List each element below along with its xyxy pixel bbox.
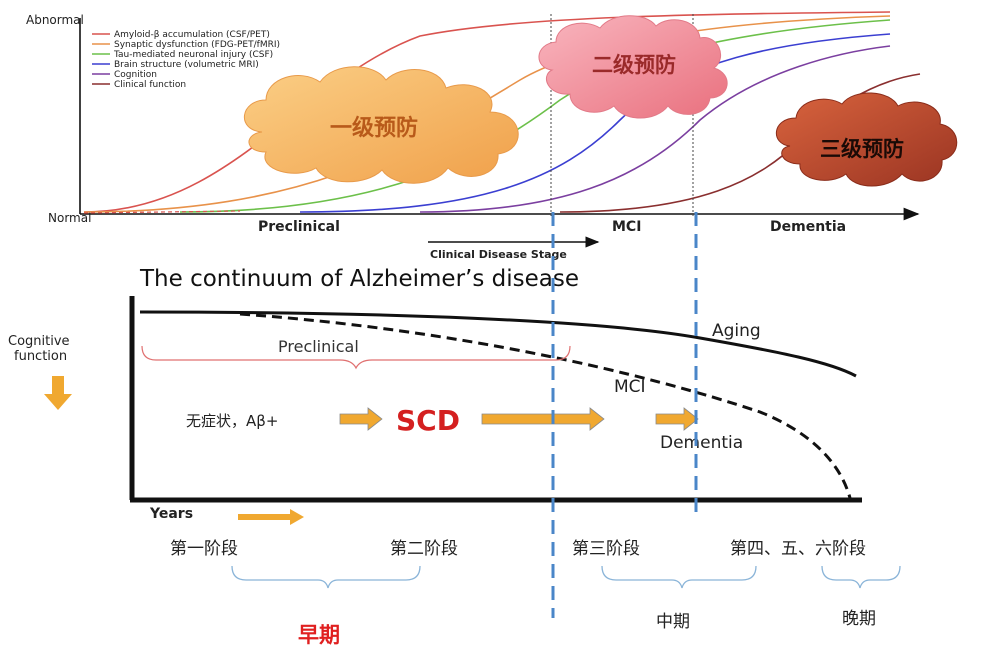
curve-amyloid	[83, 11, 891, 213]
aging-curve	[139, 310, 857, 378]
normal-label: Normal	[48, 211, 91, 225]
biomarker-curves	[83, 11, 921, 214]
stage-mci: MCI	[612, 219, 641, 235]
cloud-tertiary-prevention: 三级预防	[775, 92, 958, 187]
years-arrow-icon	[238, 509, 304, 525]
scd-label: SCD	[396, 404, 460, 437]
years-label: Years	[149, 506, 193, 522]
curve-synaptic	[83, 15, 891, 213]
phase-row: 第一阶段 第二阶段 第三阶段 第四、五、六阶段 早期 中期 晚期	[170, 539, 901, 647]
dementia-curve	[239, 312, 852, 499]
curve-baseline-dashed	[83, 210, 241, 214]
aging-label: Aging	[712, 321, 761, 341]
period-early: 早期	[298, 623, 340, 647]
cloud-secondary-text: 二级预防	[592, 53, 676, 77]
continuum-title: The continuum of Alzheimer’s disease	[139, 266, 579, 292]
phase-4-6: 第四、五、六阶段	[730, 539, 866, 559]
legend: Amyloid-β accumulation (CSF/PET) Synapti…	[92, 30, 280, 90]
phase-3: 第三阶段	[572, 539, 640, 559]
legend-label-clinical: Clinical function	[114, 80, 186, 90]
curve-brain	[299, 33, 891, 213]
early-bracket	[231, 565, 421, 589]
legend-label-brain: Brain structure (volumetric MRI)	[114, 60, 259, 70]
flow-arrow-3	[655, 407, 699, 431]
period-middle: 中期	[656, 612, 690, 632]
cloud-primary-text: 一级预防	[330, 115, 418, 141]
clinical-stage-caption: Clinical Disease Stage	[430, 248, 567, 261]
phase-1: 第一阶段	[170, 539, 238, 559]
flow-arrow-2	[481, 407, 605, 431]
period-late: 晚期	[842, 609, 876, 629]
stage-dementia: Dementia	[770, 219, 846, 235]
preclinical-label: Preclinical	[278, 337, 359, 356]
down-arrow-icon	[44, 376, 72, 410]
late-bracket	[821, 565, 901, 589]
legend-label-amyloid: Amyloid-β accumulation (CSF/PET)	[114, 30, 270, 40]
cloud-secondary-prevention: 二级预防	[538, 15, 728, 119]
top-chart: Abnormal Normal Amyloid-β accumulation (…	[26, 11, 958, 261]
legend-label-cognition: Cognition	[114, 70, 157, 80]
preclinical-bracket	[141, 345, 571, 370]
legend-label-tau: Tau-mediated neuronal injury (CSF)	[113, 50, 273, 60]
abnormal-label: Abnormal	[26, 13, 84, 27]
curve-tau	[179, 19, 891, 213]
cognitive-label-line2: function	[14, 349, 67, 364]
curve-cognition	[419, 45, 891, 213]
cloud-tertiary-text: 三级预防	[820, 137, 904, 161]
flow-arrow-1	[339, 407, 383, 431]
dementia-label: Dementia	[660, 433, 743, 453]
stage-preclinical: Preclinical	[258, 219, 340, 235]
mci-label: MCI	[614, 377, 646, 397]
phase-2: 第二阶段	[390, 539, 458, 559]
cloud-primary-prevention: 一级预防	[244, 66, 519, 184]
legend-label-synaptic: Synaptic dysfunction (FDG-PET/fMRI)	[114, 40, 280, 50]
asymptomatic-label: 无症状，Aβ+	[186, 412, 278, 430]
bottom-chart: The continuum of Alzheimer’s disease Cog…	[8, 266, 862, 525]
middle-bracket	[601, 565, 757, 589]
cognitive-label-line1: Cognitive	[8, 334, 70, 349]
